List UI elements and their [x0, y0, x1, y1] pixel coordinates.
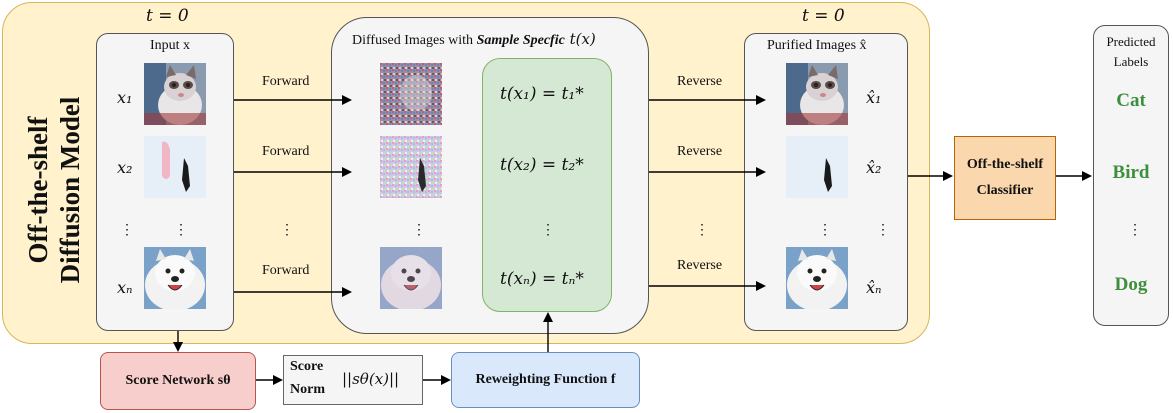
- diffused-ellipsis: ⋮: [412, 222, 426, 238]
- purified-label-2: x̂₂: [866, 158, 882, 177]
- classifier-line-2: Classifier: [976, 183, 1034, 198]
- equation-ellipsis: ⋮: [541, 222, 555, 238]
- dog-image: [144, 247, 206, 309]
- purified-bird-image: [786, 136, 848, 198]
- predicted-label-bird: Bird: [1112, 162, 1150, 183]
- score-network-box: Score Network sθ: [100, 352, 256, 410]
- equation-1: t(x₁) = t₁*: [500, 84, 584, 104]
- score-network-label: Score Network sθ: [125, 373, 231, 388]
- input-label-2: x₂: [117, 158, 133, 177]
- input-ellipsis-right: ⋮: [174, 222, 188, 238]
- purified-panel-title: Purified Images x̂: [767, 38, 867, 53]
- predicted-label-dog: Dog: [1114, 274, 1148, 295]
- noisy-bird-image: [380, 136, 442, 198]
- cat-image: [144, 63, 206, 125]
- time-label-purified: t = 0: [802, 6, 845, 26]
- forward-label-n: Forward: [262, 263, 310, 278]
- reverse-label-2: Reverse: [677, 144, 723, 159]
- reweighting-label: Reweighting Function f: [475, 372, 616, 387]
- reweighting-function-box: Reweighting Function f: [451, 352, 640, 408]
- reverse-label-n: Reverse: [677, 258, 723, 273]
- purified-dog-image: [786, 247, 848, 309]
- predicted-labels-panel: [1093, 25, 1169, 326]
- score-norm-formula: ||sθ(x)||: [342, 370, 400, 388]
- noisy-cat-image: [380, 63, 442, 125]
- purified-cat-image: [786, 63, 848, 125]
- equation-2: t(x₂) = t₂*: [500, 155, 584, 175]
- forward-label-1: Forward: [262, 74, 310, 89]
- equation-n: t(xₙ) = tₙ*: [500, 269, 584, 289]
- purified-ellipsis-right: ⋮: [876, 222, 890, 238]
- diffused-title-prefix: Diffused Images with: [352, 33, 477, 48]
- input-ellipsis-left: ⋮: [120, 222, 134, 238]
- predicted-ellipsis: ⋮: [1128, 222, 1142, 238]
- bird-image: [144, 136, 206, 198]
- sample-specific-t-box: [482, 58, 612, 312]
- diffused-panel-title: Diffused Images with Sample Specfic t(x): [352, 30, 596, 49]
- score-norm-line-1: Score: [290, 359, 324, 374]
- diffused-title-emph: Sample Specfic: [476, 33, 565, 48]
- score-norm-box: Score Norm ||sθ(x)||: [283, 355, 423, 405]
- purified-label-n: x̂ₙ: [866, 278, 882, 297]
- noisy-dog-image: [380, 247, 442, 309]
- score-norm-line-2: Norm: [290, 382, 325, 397]
- forward-label-2: Forward: [262, 144, 310, 159]
- purified-label-1: x̂₁: [866, 88, 882, 107]
- time-label-input: t = 0: [146, 6, 189, 26]
- classifier-line-1: Off-the-shelf: [966, 157, 1044, 172]
- input-label-1: x₁: [117, 88, 133, 107]
- reverse-label-1: Reverse: [677, 74, 723, 89]
- purified-ellipsis-left: ⋮: [818, 222, 832, 238]
- predicted-label-cat: Cat: [1116, 90, 1146, 111]
- reverse-ellipsis: ⋮: [695, 222, 709, 238]
- input-label-n: xₙ: [117, 278, 133, 297]
- diffused-title-suffix: t(x): [564, 30, 596, 48]
- classifier-box: Off-the-shelf Classifier: [954, 136, 1056, 220]
- predicted-title-1: Predicted: [1106, 34, 1156, 49]
- forward-ellipsis: ⋮: [280, 222, 294, 238]
- input-panel-title: Input x: [150, 38, 191, 53]
- predicted-title-2: Labels: [1113, 54, 1149, 69]
